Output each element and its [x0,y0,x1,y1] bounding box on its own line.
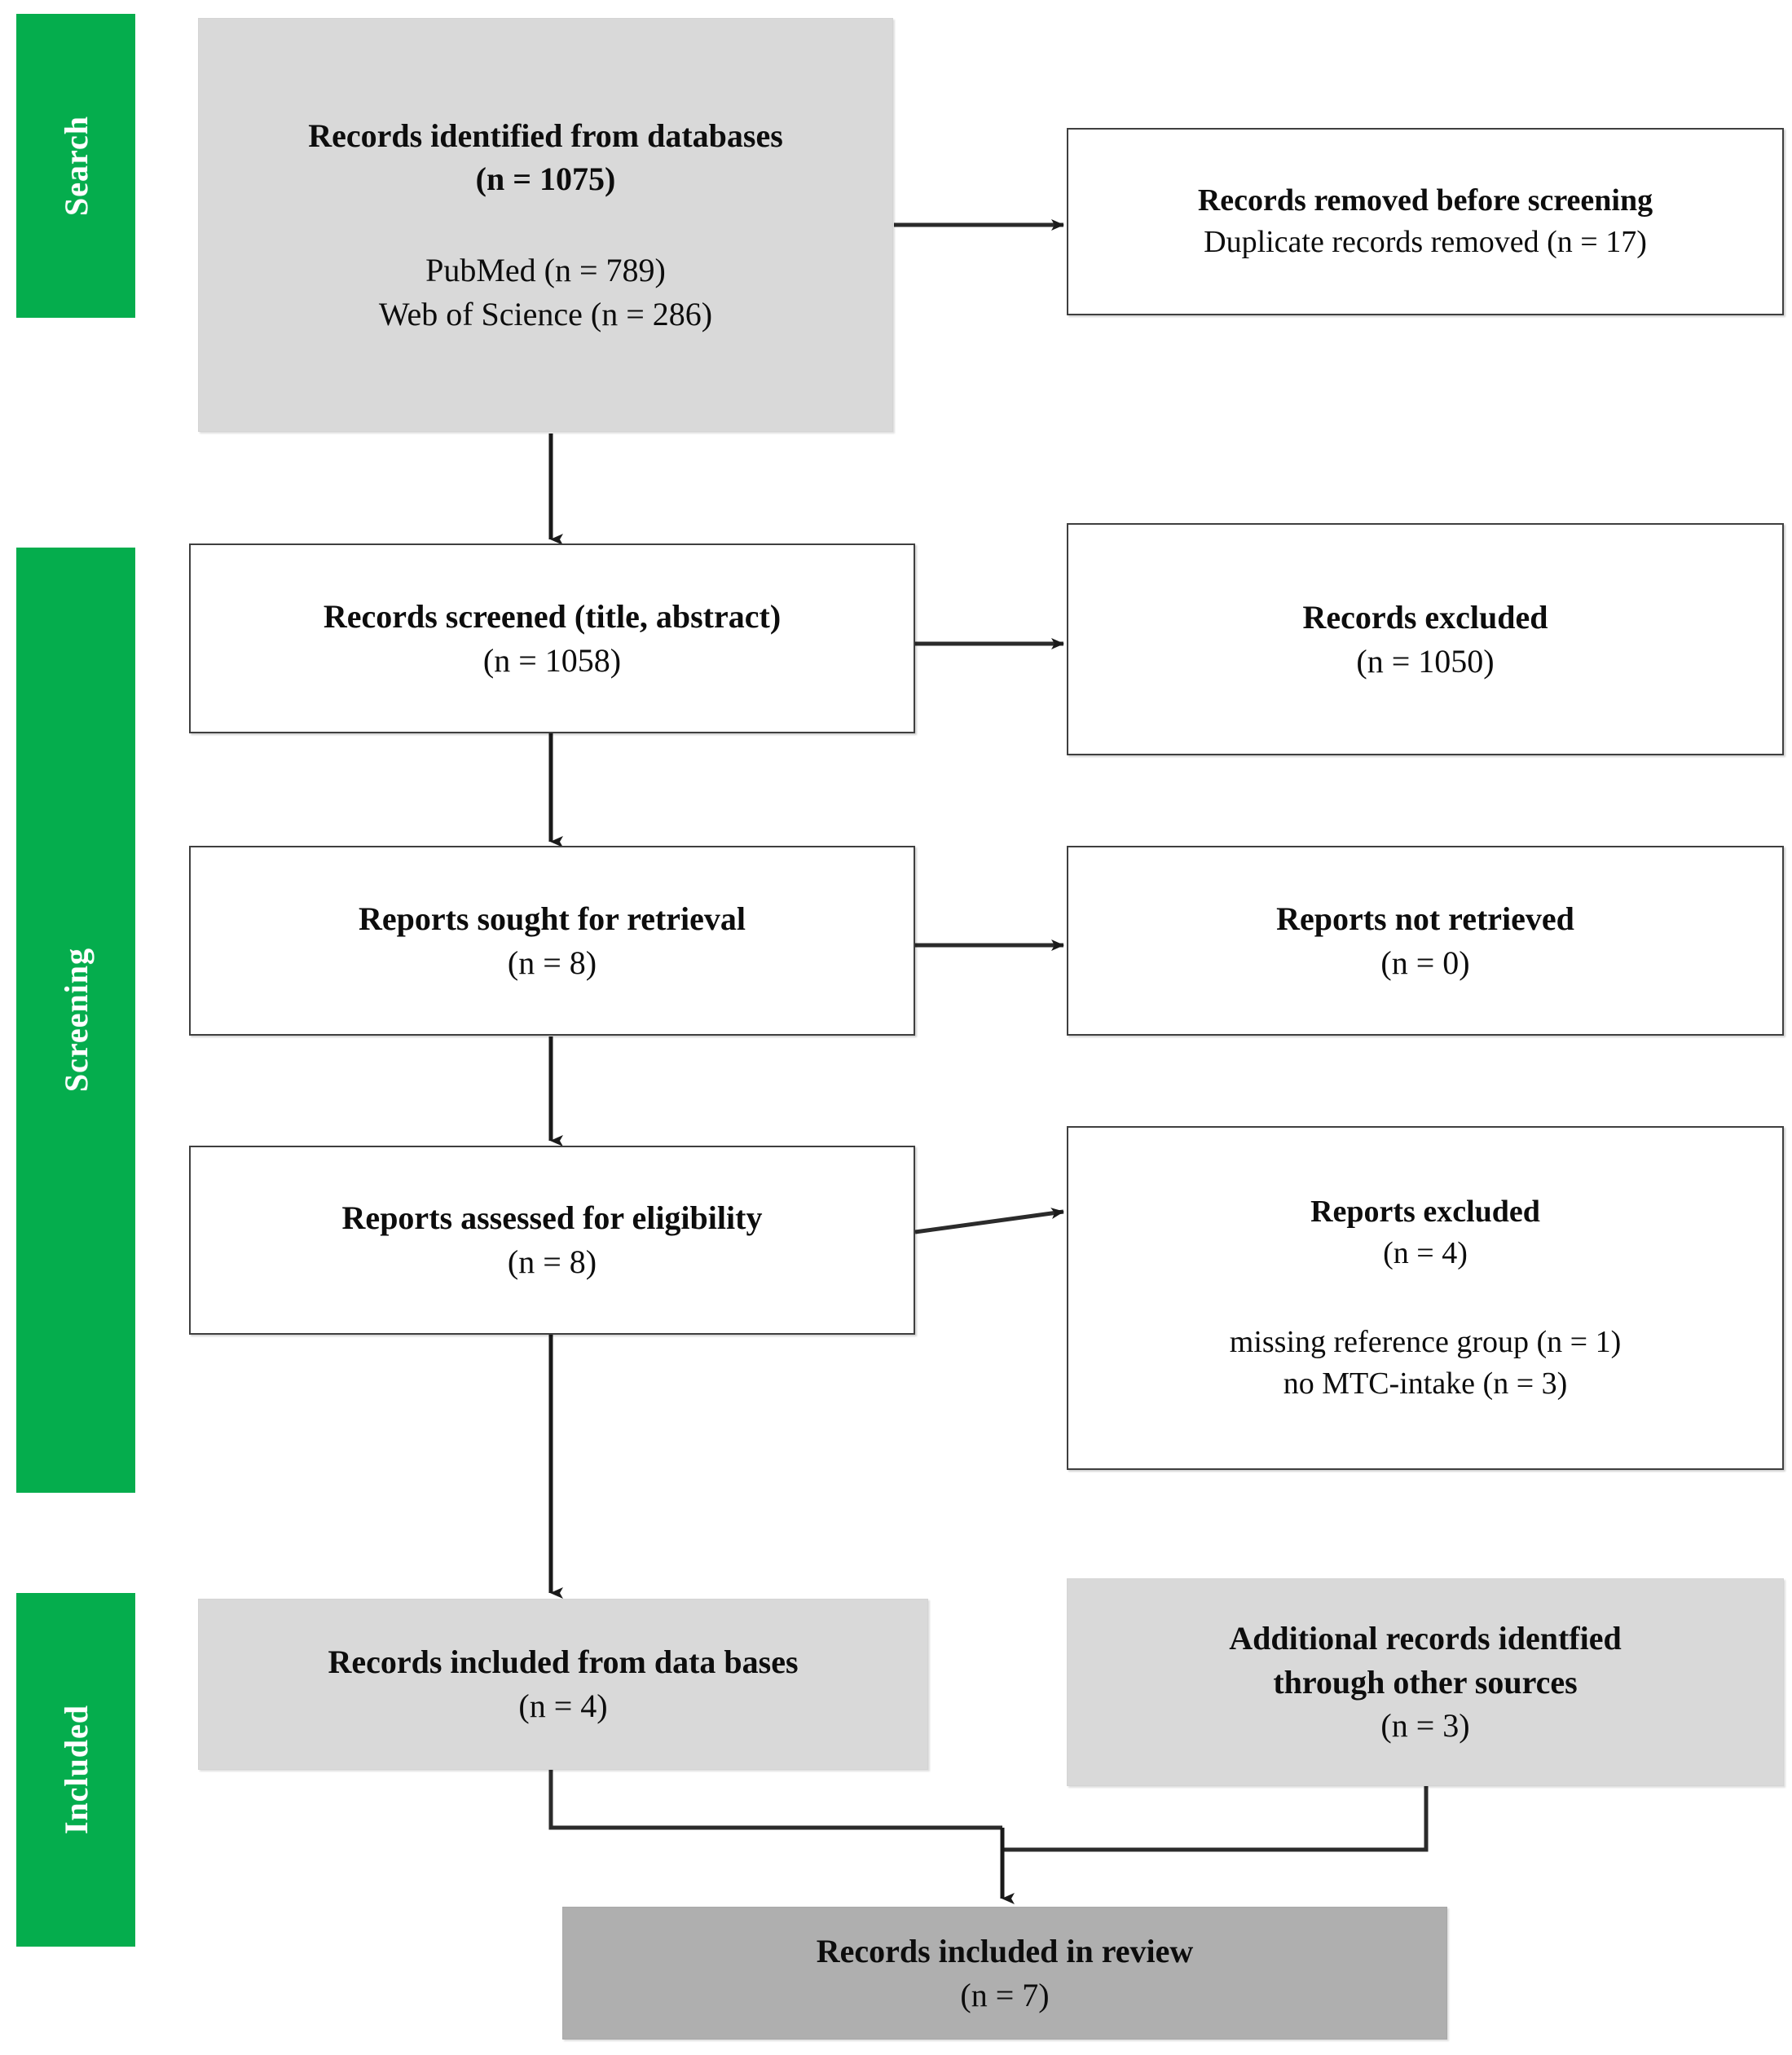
stage-label-search: Search [57,115,95,217]
node-line: (n = 4) [518,1688,608,1724]
node-line: Records excluded [1302,598,1548,636]
node-line: through other sources [1273,1663,1578,1701]
node-line: Reports not retrieved [1276,900,1574,937]
node-line: (n = 1050) [1356,642,1495,680]
node-additional-records-other-sources: Additional records identfied through oth… [1067,1578,1784,1786]
node-records-screened: Records screened (title, abstract) (n = … [189,543,915,733]
connector-additional-to-merge [1004,1786,1429,1852]
node-reports-assessed-for-eligibility: Reports assessed for eligibility (n = 8) [189,1146,915,1335]
node-line: Reports assessed for eligibility [341,1199,763,1237]
node-line: missing reference group (n = 1) [1229,1325,1622,1359]
node-line: Records included from data bases [328,1644,799,1681]
connector-included-db-to-merge [548,1770,1002,1830]
node-records-identified: Records identified from databases (n = 1… [198,18,893,432]
node-records-removed-before-screening: Records removed before screening Duplica… [1067,128,1784,315]
node-line: Records identified from databases [308,117,783,154]
node-line: (n = 4) [1383,1236,1468,1271]
node-line: Web of Science (n = 286) [378,295,713,332]
connector-assessed-to-reports-excluded [914,1208,1064,1234]
stage-label-screening: Screening [57,948,95,1093]
node-line: Additional records identfied [1229,1620,1622,1657]
node-line: (n = 8) [507,1243,597,1280]
node-line: (n = 3) [1380,1707,1470,1745]
node-records-included-from-databases: Records included from data bases (n = 4) [198,1599,928,1770]
node-records-included-in-review: Records included in review (n = 7) [562,1907,1447,2040]
node-line: Records screened (title, abstract) [323,597,782,635]
node-line: PubMed (n = 789) [425,252,666,288]
node-line: (n = 1075) [475,161,616,198]
node-records-excluded: Records excluded (n = 1050) [1067,523,1784,755]
node-line: Reports sought for retrieval [358,900,746,937]
stage-label-included: Included [57,1705,95,1835]
node-line: Records included in review [816,1932,1194,1969]
node-line: no MTC-intake (n = 3) [1283,1366,1568,1401]
stage-bar-included: Included [16,1593,135,1947]
stage-bar-screening: Screening [16,548,135,1493]
node-line: Records removed before screening [1197,183,1653,218]
stage-bar-search: Search [16,14,135,318]
node-reports-not-retrieved: Reports not retrieved (n = 0) [1067,846,1784,1036]
node-reports-excluded: Reports excluded (n = 4) missing referen… [1067,1126,1784,1470]
node-line: (n = 7) [960,1976,1050,2013]
node-line: Reports excluded [1310,1195,1540,1230]
node-line: Duplicate records removed (n = 17) [1204,225,1647,259]
node-line: (n = 1058) [482,641,622,679]
node-reports-sought-for-retrieval: Reports sought for retrieval (n = 8) [189,846,915,1036]
node-line: (n = 8) [507,944,597,981]
node-line: (n = 0) [1380,944,1470,981]
